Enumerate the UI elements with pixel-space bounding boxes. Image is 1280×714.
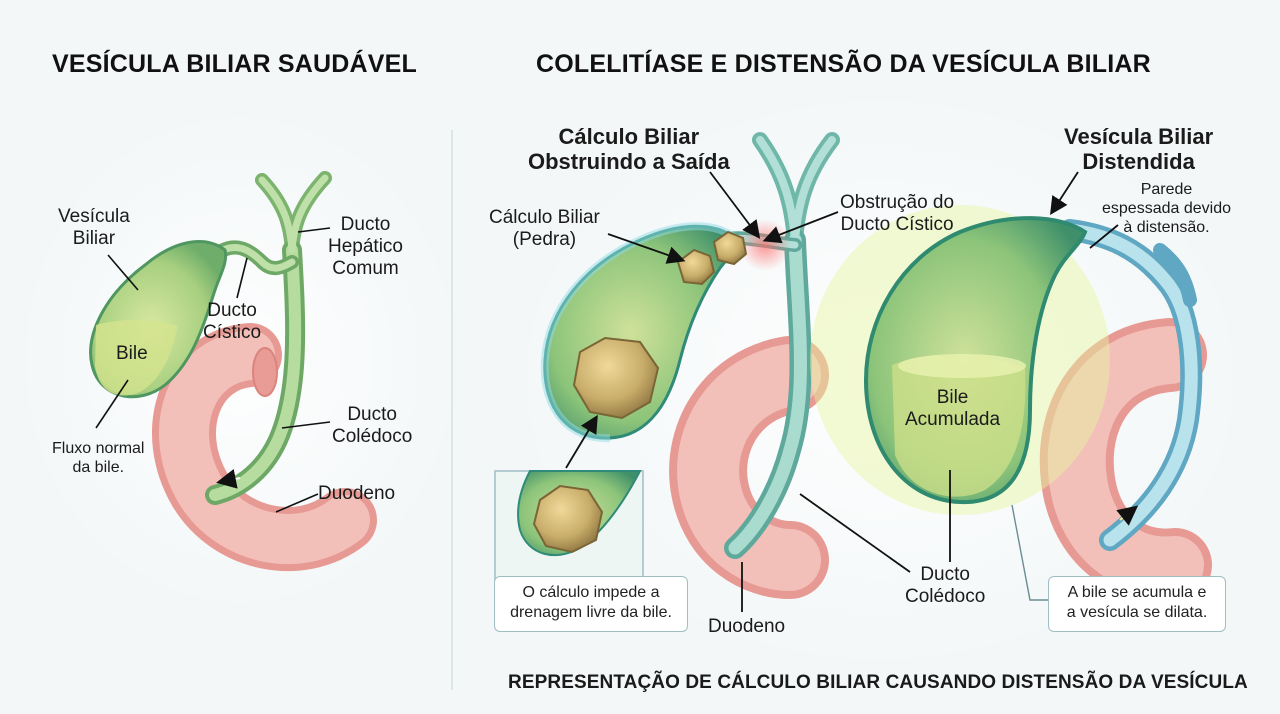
left-panel-title: VESÍCULA BILIAR SAUDÁVEL xyxy=(52,50,418,78)
label-stone: Cálculo Biliar (Pedra) xyxy=(489,207,600,250)
label-common-hepatic-duct: Ducto Hepático Comum xyxy=(328,214,403,279)
right-leader-lines xyxy=(565,171,1119,612)
right-duodenum xyxy=(1039,318,1212,603)
obstruction-glow xyxy=(739,219,791,271)
right-flow-arrow xyxy=(1116,505,1139,526)
label-stone-obstructing: Cálculo Biliar Obstruindo a Saída xyxy=(528,124,730,174)
left-bile-ducts xyxy=(205,171,332,505)
label-distended-gallbladder: Vesícula Biliar Distendida xyxy=(1064,124,1214,174)
label-normal-flow: Fluxo normal da bile. xyxy=(52,440,145,476)
label-cystic-obstruction: Obstrução do Ducto Cístico xyxy=(840,192,955,235)
right-panel-title: COLELITÍASE E DISTENSÃO DA VESÍCULA BILI… xyxy=(536,50,1151,78)
right-gallbladder xyxy=(810,205,1110,515)
left-duodenum xyxy=(152,323,377,572)
label-bile: Bile xyxy=(116,343,148,364)
left-flow-arrow xyxy=(216,469,241,489)
note-bile-accumulates: A bile se acumula e a vesícula se dilata… xyxy=(1048,576,1226,632)
label-duodenum-left: Duodeno xyxy=(318,483,396,504)
label-gallbladder: Vesícula Biliar xyxy=(58,206,130,249)
label-duodenum-middle: Duodeno xyxy=(708,616,786,637)
label-accumulated-bile: Bile Acumulada xyxy=(905,387,1001,430)
left-gallbladder xyxy=(89,240,228,399)
middle-duodenum xyxy=(669,336,829,599)
label-thick-wall: Parede espessada devido à distensão. xyxy=(1102,181,1231,236)
left-leader-lines xyxy=(95,227,331,513)
label-common-bile-duct-right: Ducto Colédoco xyxy=(905,564,986,607)
note-stone-blocks: O cálculo impede a drenagem livre da bil… xyxy=(494,576,688,632)
stone-inset xyxy=(494,470,644,582)
right-bile-ducts xyxy=(1059,219,1203,551)
label-cystic-duct: Ducto Cístico xyxy=(203,300,262,343)
footer-caption: REPRESENTAÇÃO DE CÁLCULO BILIAR CAUSANDO… xyxy=(508,672,1248,693)
label-common-bile-duct-left: Ducto Colédoco xyxy=(332,404,413,447)
middle-stones xyxy=(572,230,748,420)
